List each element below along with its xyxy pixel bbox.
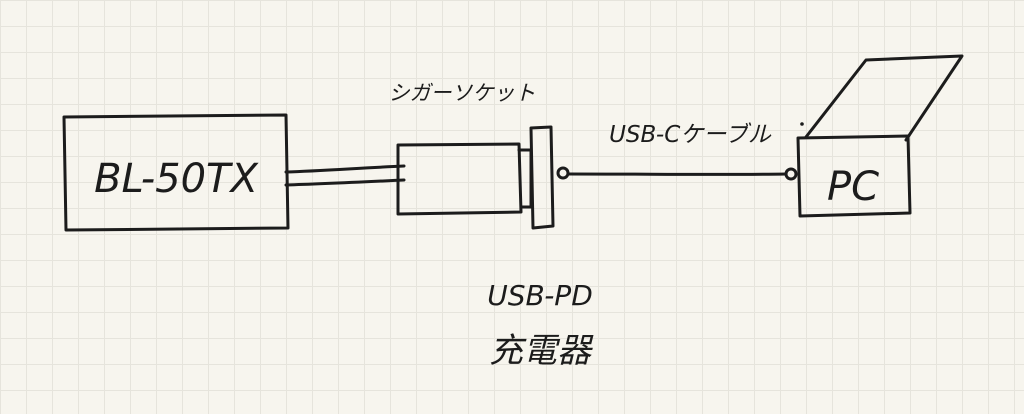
- pc-node: PC: [796, 54, 964, 218]
- wire-upper: [284, 164, 406, 174]
- device-node: BL-50TX: [62, 113, 290, 232]
- laptop-screen: [804, 54, 964, 142]
- charger-label-line2: 充電器: [489, 331, 594, 371]
- socket-flange: [529, 125, 555, 230]
- charger-port-icon: [556, 166, 570, 180]
- stray-dot: [800, 122, 804, 126]
- socket-node: シガーソケット: [389, 81, 555, 230]
- socket-label: シガーソケット: [389, 81, 536, 105]
- cable-edge: USB-Cケーブル: [556, 122, 804, 181]
- charger-node: USB-PD 充電器: [487, 279, 594, 371]
- pc-port-icon: [784, 167, 798, 181]
- device-box: [62, 113, 290, 232]
- device-label: BL-50TX: [94, 156, 259, 202]
- laptop-base: [796, 134, 912, 218]
- cable-label: USB-Cケーブル: [609, 122, 772, 148]
- charger-label-line1: USB-PD: [487, 279, 593, 312]
- wire-lower: [284, 178, 406, 187]
- pc-label: PC: [827, 164, 879, 210]
- device-socket-wire: [284, 164, 406, 187]
- socket-body: [396, 142, 523, 216]
